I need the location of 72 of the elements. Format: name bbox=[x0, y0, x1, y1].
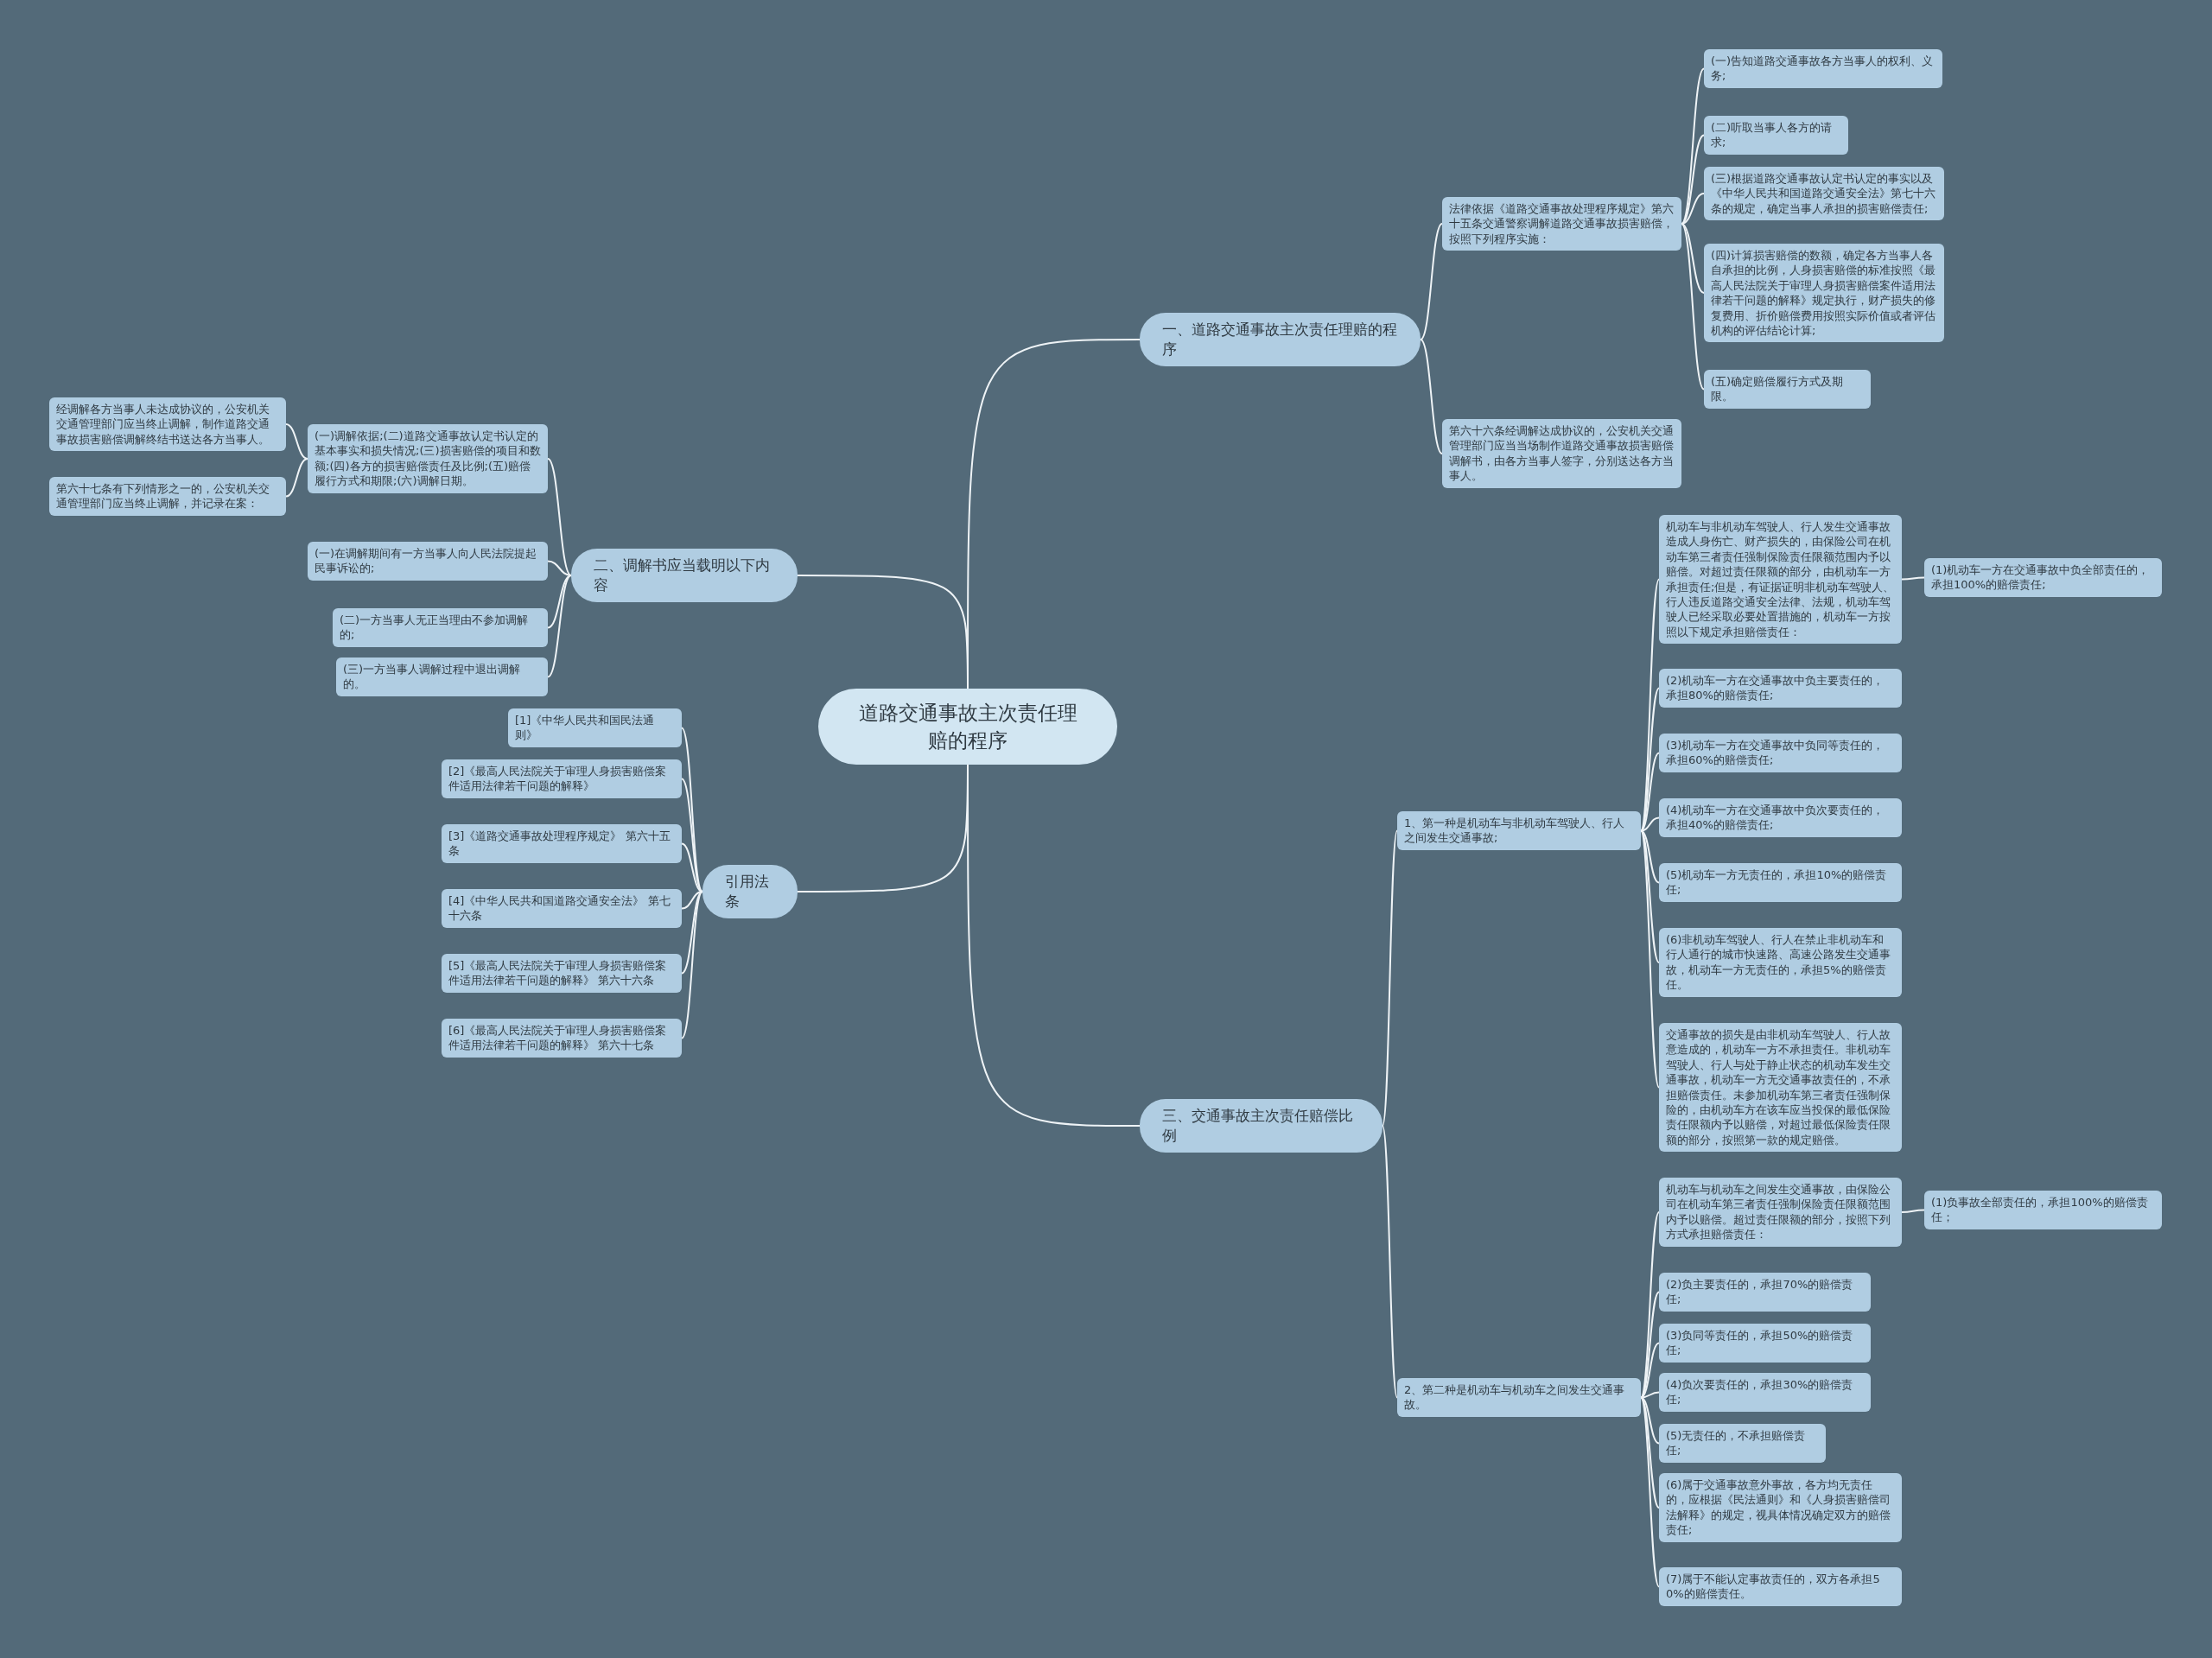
topic-box: (一)告知道路交通事故各方当事人的权利、义务; bbox=[1704, 49, 1942, 88]
topic-box: (4)机动车一方在交通事故中负次要责任的，承担40%的赔偿责任; bbox=[1659, 798, 1902, 837]
connector-line bbox=[547, 560, 572, 576]
topic-box: (五)确定赔偿履行方式及期限。 bbox=[1704, 370, 1871, 409]
topic-box: (3)机动车一方在交通事故中负同等责任的，承担60%的赔偿责任; bbox=[1659, 734, 1902, 772]
connector-line bbox=[1640, 816, 1660, 832]
connector-line bbox=[1901, 1209, 1925, 1213]
topic-box: (6)属于交通事故意外事故，各方均无责任的，应根据《民法通则》和《人身损害赔偿司法解释》的规定，视具体情况确定双方的赔偿责任; bbox=[1659, 1473, 1902, 1542]
topic-box: [1]《中华人民共和国民法通则》 bbox=[508, 708, 682, 747]
topic-box: (一)调解依据;(二)道路交通事故认定书认定的基本事实和损失情况;(三)损害赔偿的项目和数额;(四)各方的损害赔偿责任及比例;(五)赔偿履行方式和期限;(六)调解日期。 bbox=[308, 424, 548, 493]
topic-box: (1)负事故全部责任的，承担100%的赔偿责任； bbox=[1924, 1191, 2162, 1229]
connector-line bbox=[681, 842, 703, 893]
topic-box: (二)听取当事人各方的请求; bbox=[1704, 116, 1848, 155]
connector-line bbox=[1640, 1396, 1660, 1445]
topic-box: (3)负同等责任的，承担50%的赔偿责任; bbox=[1659, 1324, 1871, 1363]
connector-line bbox=[1420, 223, 1443, 340]
topic-box: (1)机动车一方在交通事故中负全部责任的，承担100%的赔偿责任; bbox=[1924, 558, 2162, 597]
connector-line bbox=[1640, 1391, 1660, 1399]
topic-box: [3]《道路交通事故处理程序规定》 第六十五条 bbox=[442, 824, 682, 863]
topic-box: [6]《最高人民法院关于审理人身损害赔偿案件适用法律若干问题的解释》 第六十七条 bbox=[442, 1019, 682, 1058]
connector-line bbox=[1420, 339, 1443, 454]
connector-line bbox=[547, 575, 572, 678]
topic-box: (2)机动车一方在交通事故中负主要责任的，承担80%的赔偿责任; bbox=[1659, 669, 1902, 708]
topic-box: (三)根据道路交通事故认定书认定的事实以及《中华人民共和国道路交通安全法》第七十六条的规定，确定当事人承担的损害赔偿责任; bbox=[1704, 167, 1944, 221]
connector-line bbox=[1681, 223, 1705, 391]
connector-line bbox=[681, 727, 703, 893]
connector-line bbox=[1681, 193, 1705, 225]
connector-line bbox=[1901, 576, 1925, 581]
connector-line bbox=[1640, 829, 1660, 884]
connector-line bbox=[1681, 134, 1705, 225]
topic-box: 交通事故的损失是由非机动车驾驶人、行人故意造成的，机动车一方不承担责任。非机动车驾驶人、行人与处于静止状态的机动车发生交通事故，机动车一方无交通事故责任的，不承担赔偿责任。未参加机动车第三者责任强制保险的，由机动车方在该车应当投保的最低保险责任限额内予以赔偿，对超过最低保险责任限额的部分，按照第一款的规定赔偿。 bbox=[1659, 1023, 1902, 1153]
central-topic: 道路交通事故主次责任理赔的程序 bbox=[818, 689, 1117, 765]
topic-box: (三)一方当事人调解过程中退出调解的。 bbox=[336, 657, 548, 696]
connector-line bbox=[681, 891, 703, 975]
topic-box: (6)非机动车驾驶人、行人在禁止非机动车和行人通行的城市快速路、高速公路发生交通事故，机动车一方无责任的，承担5%的赔偿责任。 bbox=[1659, 928, 1902, 997]
topic-box: 法律依据《道路交通事故处理程序规定》第六十五条交通警察调解道路交通事故损害赔偿，按照下列程序实施： bbox=[1442, 197, 1681, 251]
topic-box: [5]《最高人民法院关于审理人身损害赔偿案件适用法律若干问题的解释》 第六十六条 bbox=[442, 954, 682, 993]
branch-topic: 三、交通事故主次责任赔偿比例 bbox=[1140, 1099, 1382, 1153]
topic-box: (四)计算损害赔偿的数额，确定各方当事人各自承担的比例，人身损害赔偿的标准按照《最高人民法院关于审理人身损害赔偿案件适用法律若干问题的解释》规定执行，财产损失的修复费用、折价赔偿费用按照实际价值或者评估机构的评估结论计算; bbox=[1704, 244, 1944, 343]
topic-box: 机动车与非机动车驾驶人、行人发生交通事故造成人身伤亡、财产损失的，由保险公司在机动车第三者责任强制保险责任限额范围内予以赔偿。对超过责任限额的部分，由机动车一方承担责任;但是，有证据证明非机动车驾驶人、行人违反道路交通安全法律、法规，机动车驾驶人已经采取必要处置措施的，机动车一方按照以下规定承担赔偿责任： bbox=[1659, 515, 1902, 645]
topic-box: (2)负主要责任的，承担70%的赔偿责任; bbox=[1659, 1273, 1871, 1312]
topic-box: 第六十七条有下列情形之一的，公安机关交通管理部门应当终止调解，并记录在案： bbox=[49, 477, 286, 516]
connector-line bbox=[285, 423, 308, 460]
connector-line bbox=[1681, 223, 1705, 294]
topic-box: (一)在调解期间有一方当事人向人民法院提起民事诉讼的; bbox=[308, 542, 548, 581]
topic-box: (二)一方当事人无正当理由不参加调解的; bbox=[333, 608, 548, 647]
topic-box: 机动车与机动车之间发生交通事故，由保险公司在机动车第三者责任强制保险责任限额范围内予以赔偿。超过责任限额的部分，按照下列方式承担赔偿责任： bbox=[1659, 1178, 1902, 1247]
connector-line bbox=[547, 458, 572, 576]
connector-line bbox=[1640, 752, 1660, 832]
topic-box: 1、第一种是机动车与非机动车驾驶人、行人之间发生交通事故; bbox=[1397, 811, 1641, 850]
topic-box: 经调解各方当事人未达成协议的，公安机关交通管理部门应当终止调解，制作道路交通事故损害赔偿调解终结书送达各方当事人。 bbox=[49, 397, 286, 452]
topic-box: [4]《中华人民共和国道路交通安全法》 第七十六条 bbox=[442, 889, 682, 928]
topic-box: (4)负次要责任的，承担30%的赔偿责任; bbox=[1659, 1373, 1871, 1412]
connector-line bbox=[681, 778, 703, 893]
topic-box: (5)无责任的，不承担赔偿责任; bbox=[1659, 1424, 1826, 1463]
branch-topic: 引用法条 bbox=[702, 865, 798, 918]
topic-box: [2]《最高人民法院关于审理人身损害赔偿案件适用法律若干问题的解释》 bbox=[442, 759, 682, 798]
connector-line bbox=[1640, 1342, 1660, 1399]
connector-line bbox=[797, 575, 969, 689]
connector-line bbox=[1382, 1125, 1398, 1399]
topic-box: 2、第二种是机动车与机动车之间发生交通事故。 bbox=[1397, 1378, 1641, 1417]
topic-box: (5)机动车一方无责任的，承担10%的赔偿责任; bbox=[1659, 863, 1902, 902]
branch-topic: 二、调解书应当载明以下内容 bbox=[571, 549, 798, 602]
branch-topic: 一、道路交通事故主次责任理赔的程序 bbox=[1140, 313, 1421, 366]
topic-box: (7)属于不能认定事故责任的，双方各承担50%的赔偿责任。 bbox=[1659, 1567, 1902, 1606]
connector-line bbox=[681, 891, 703, 1039]
connector-line bbox=[1382, 829, 1398, 1127]
connector-line bbox=[285, 458, 308, 498]
connector-line bbox=[681, 891, 703, 910]
topic-box: 第六十六条经调解达成协议的，公安机关交通管理部门应当当场制作道路交通事故损害赔偿调解书，由各方当事人签字，分别送达各方当事人。 bbox=[1442, 419, 1681, 488]
connector-line bbox=[1640, 1396, 1660, 1588]
connector-line bbox=[1640, 829, 1660, 1089]
